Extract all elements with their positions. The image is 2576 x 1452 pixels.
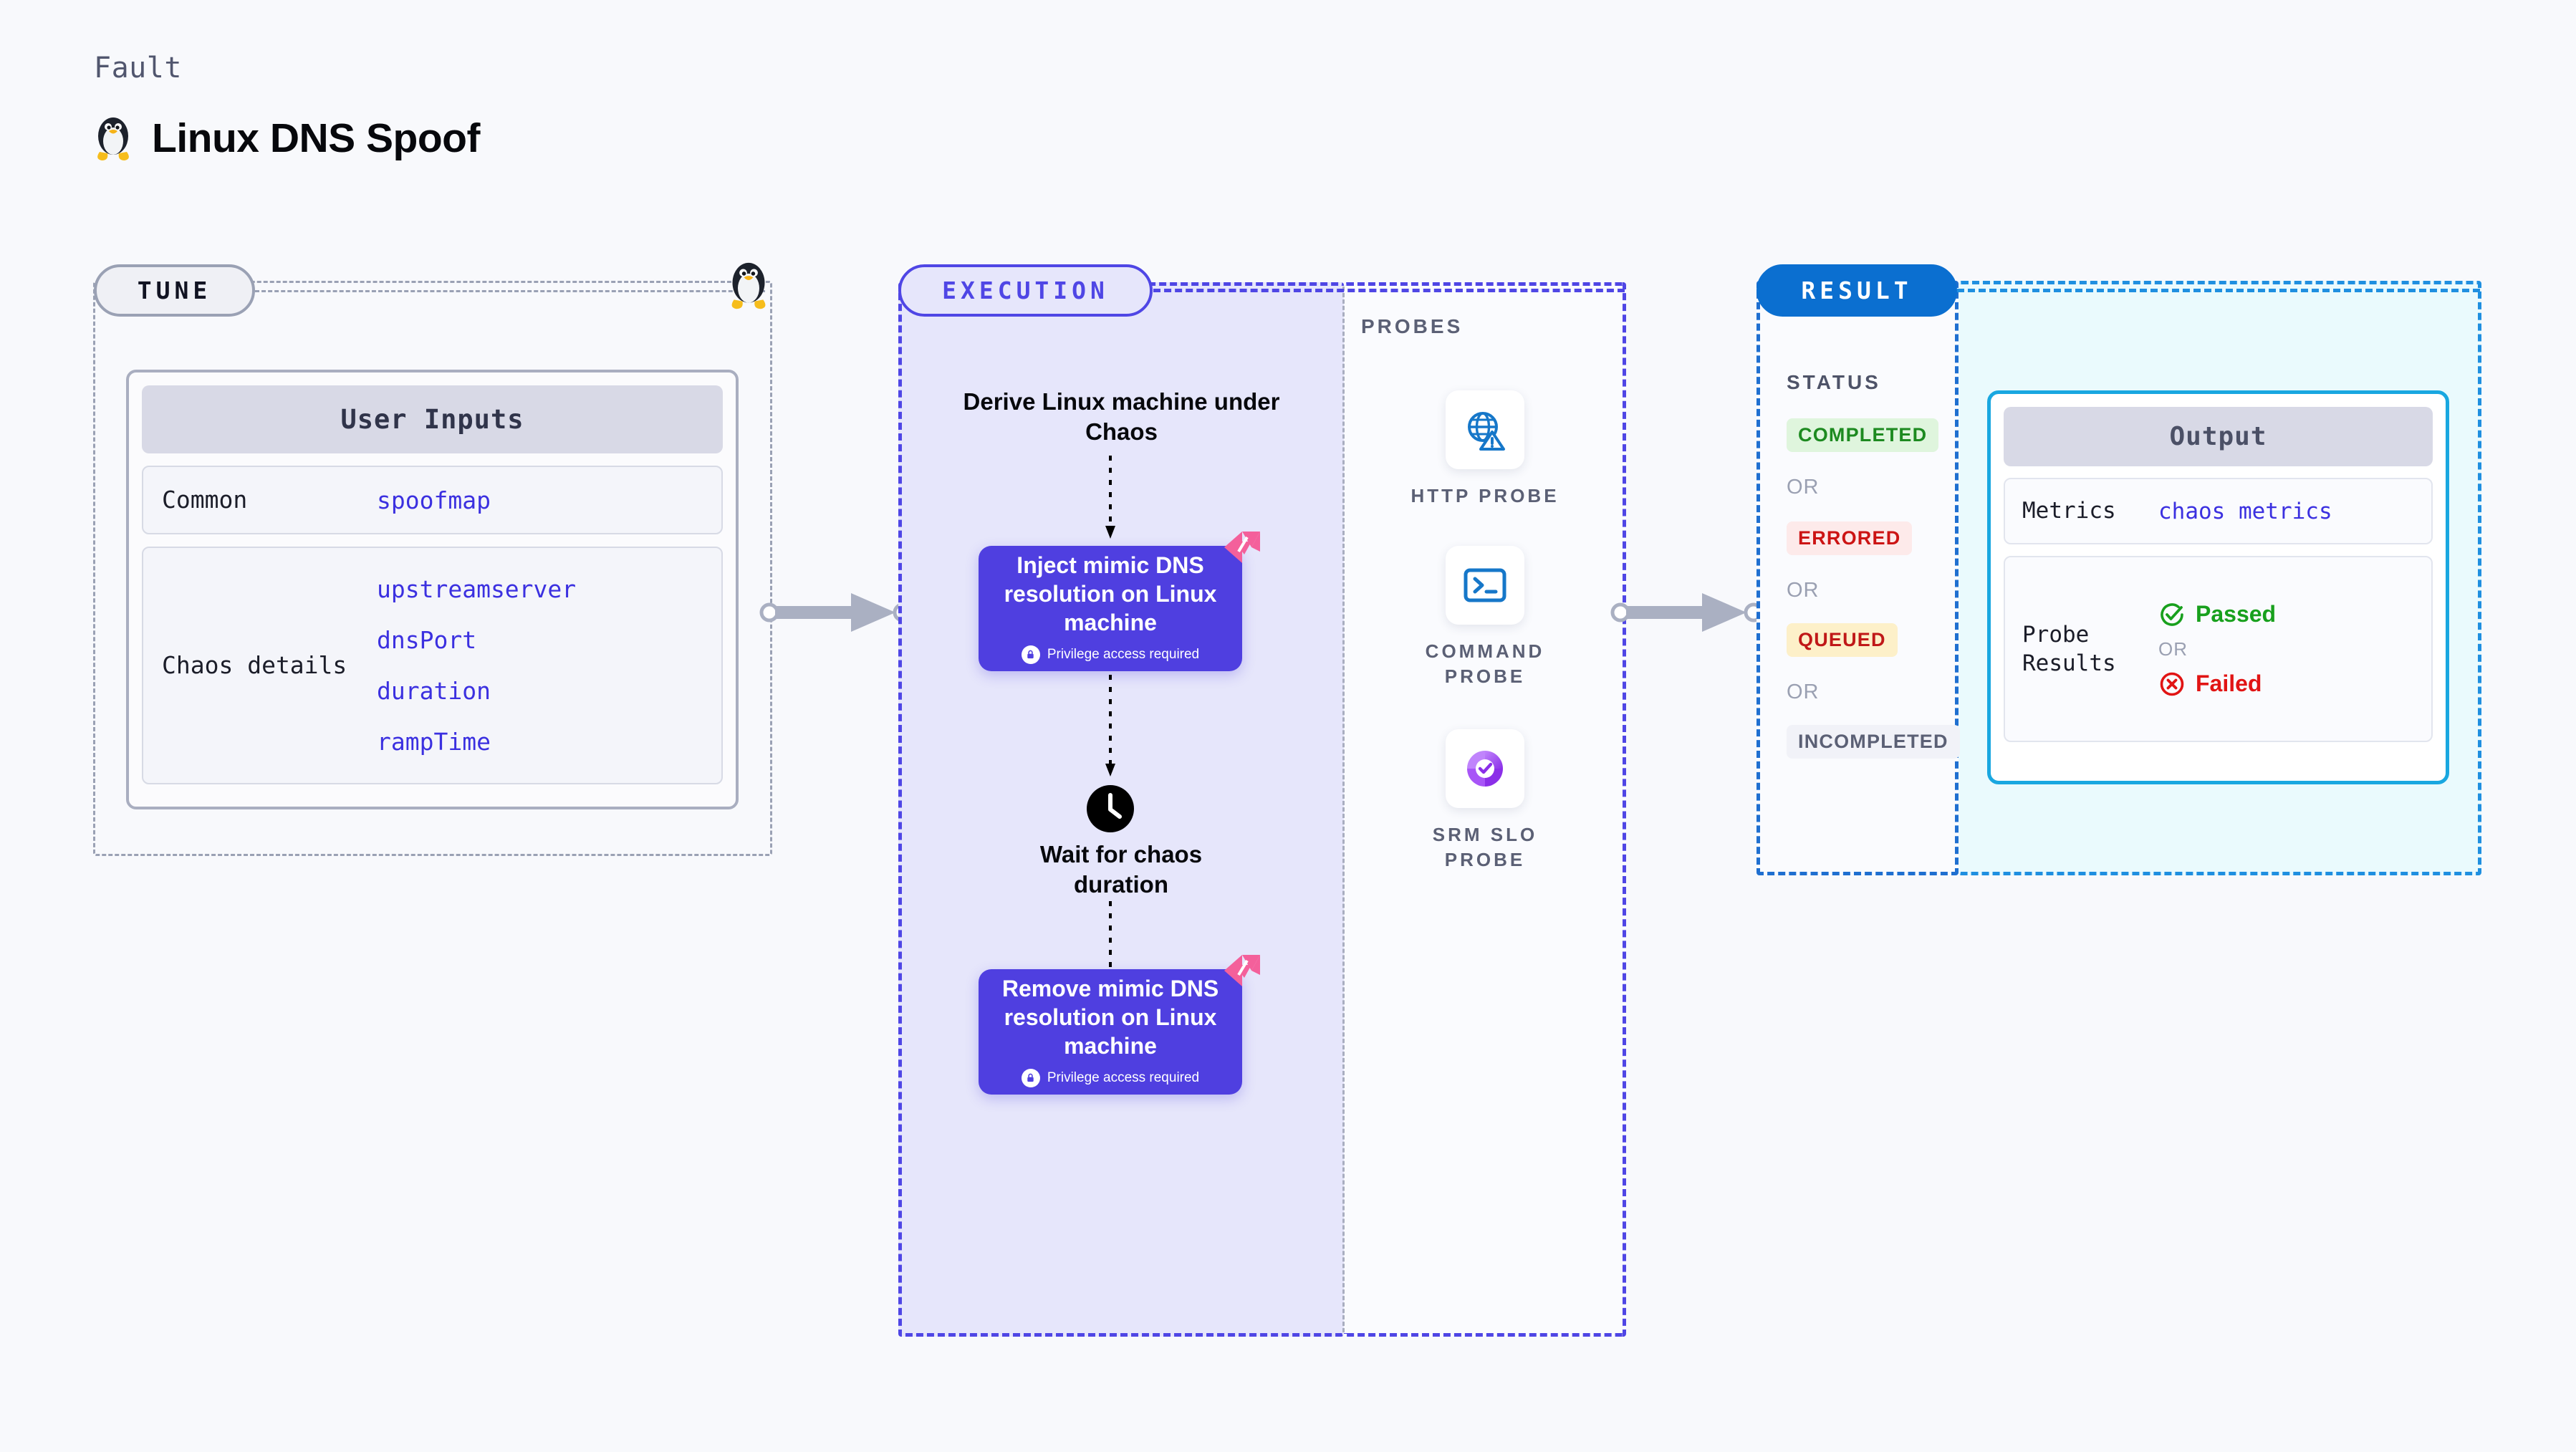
status-chip-label: COMPLETED: [1798, 424, 1928, 446]
status-or-3: OR: [1787, 681, 1820, 703]
arrow-inject-to-wait: [1105, 675, 1115, 777]
tune-value[interactable]: dnsPort: [377, 626, 477, 654]
status-chip-incompleted: INCOMPLETED: [1787, 725, 1960, 759]
page-title: Linux DNS Spoof: [152, 115, 480, 161]
chaos-logo-icon: [1223, 530, 1261, 569]
wait-step-label: Wait for chaos duration: [1039, 841, 1203, 898]
output-probe-key: Probe Results: [2022, 621, 2116, 676]
tune-row-key: Common: [162, 486, 248, 514]
probe-result-passed: Passed: [2158, 601, 2276, 628]
probe-result-failed: Failed: [2158, 670, 2276, 698]
inject-chaos-step-box[interactable]: Inject mimic DNS resolution on Linux mac…: [979, 532, 1260, 671]
tune-row-key: Chaos details: [162, 651, 347, 680]
probe-item-http[interactable]: HTTP PROBE: [1395, 390, 1575, 509]
tune-row-chaos-details: Chaos details upstreamserver dnsPort dur…: [142, 547, 723, 784]
remove-step-title: Remove mimic DNS resolution on Linux mac…: [1001, 975, 1219, 1059]
probe-item-srm-slo[interactable]: SRM SLO PROBE: [1395, 729, 1575, 872]
output-metrics-key: Metrics: [2022, 498, 2116, 524]
inject-step-note: Privilege access required: [1047, 646, 1200, 662]
inject-step-title: Inject mimic DNS resolution on Linux mac…: [1004, 552, 1217, 635]
probe-label: HTTP PROBE: [1410, 485, 1559, 506]
user-inputs-title: User Inputs: [142, 385, 723, 453]
derive-step-label: Derive Linux machine under Chaos: [963, 388, 1280, 446]
output-row-metrics: Metrics chaos metrics: [2004, 478, 2433, 544]
execution-dashed-tail: [1153, 289, 1625, 292]
tune-value[interactable]: rampTime: [377, 728, 491, 756]
result-status-region: [1756, 281, 1959, 875]
connector-tune-to-execution: [759, 593, 913, 632]
execution-pill[interactable]: EXECUTION: [898, 264, 1153, 317]
status-chip-label: ERRORED: [1798, 527, 1901, 549]
check-circle-icon: [2161, 602, 2183, 626]
tune-row-values: upstreamserver dnsPort duration rampTime: [377, 575, 576, 756]
output-title: Output: [2004, 407, 2433, 466]
probe-item-command[interactable]: COMMAND PROBE: [1395, 546, 1575, 689]
probes-divider: [1342, 287, 1345, 1332]
probes-section-label: PROBES: [1361, 315, 1464, 337]
output-metrics-value[interactable]: chaos metrics: [2158, 498, 2332, 524]
tune-dashed-tail: [255, 290, 765, 292]
probe-label: COMMAND PROBE: [1425, 640, 1545, 688]
probe-passed-label: Passed: [2196, 601, 2277, 627]
probe-result-stack: Passed OR Failed: [2158, 601, 2276, 698]
remove-step-note: Privilege access required: [1047, 1069, 1200, 1085]
status-chip-errored: ERRORED: [1787, 521, 1913, 555]
result-pill[interactable]: RESULT: [1756, 264, 1957, 317]
probe-tile: [1446, 546, 1524, 625]
probe-label: SRM SLO PROBE: [1432, 824, 1538, 871]
terminal-icon: [1464, 568, 1506, 602]
fault-eyebrow-label: Fault: [94, 52, 182, 85]
tune-row-values: spoofmap: [377, 486, 491, 514]
arrow-derive-to-inject: [1105, 456, 1115, 539]
status-or-1: OR: [1787, 476, 1820, 499]
lock-icon: [1021, 1068, 1040, 1087]
status-chip-completed: COMPLETED: [1787, 418, 1939, 452]
output-row-probe-results: Probe Results Passed OR Failed: [2004, 556, 2433, 742]
clock-icon: [1085, 784, 1135, 837]
tune-value[interactable]: upstreamserver: [377, 575, 577, 603]
slo-check-icon: [1467, 751, 1503, 787]
remove-chaos-step-box[interactable]: Remove mimic DNS resolution on Linux mac…: [979, 955, 1260, 1095]
probe-tile: [1446, 729, 1524, 808]
tune-pill[interactable]: TUNE: [94, 264, 255, 317]
status-chip-queued: QUEUED: [1787, 623, 1898, 657]
x-circle-icon: [2160, 672, 2184, 696]
output-card: Output Metrics chaos metrics Probe Resul…: [1987, 390, 2449, 784]
chaos-logo-icon: [1223, 953, 1261, 993]
linux-tux-icon: [93, 115, 133, 162]
probe-tile: [1446, 390, 1524, 469]
status-chip-label: QUEUED: [1798, 629, 1886, 650]
user-inputs-card: User Inputs Common spoofmap Chaos detail…: [126, 370, 739, 809]
linux-tux-badge-icon: [727, 259, 770, 314]
probe-result-or: OR: [2158, 638, 2188, 660]
tune-region: [93, 281, 772, 856]
globe-warning-icon: [1468, 412, 1505, 451]
tune-value[interactable]: duration: [377, 677, 491, 705]
lock-icon: [1021, 645, 1040, 664]
page-title-row: Linux DNS Spoof: [93, 115, 480, 162]
inject-step-note-row: Privilege access required: [1021, 645, 1200, 664]
connector-execution-to-result: [1610, 593, 1764, 632]
status-or-2: OR: [1787, 579, 1820, 602]
status-chip-label: INCOMPLETED: [1798, 731, 1948, 752]
probe-failed-label: Failed: [2196, 670, 2262, 696]
result-dashed-tail: [1957, 289, 2480, 292]
remove-step-note-row: Privilege access required: [1021, 1068, 1200, 1087]
tune-row-common: Common spoofmap: [142, 466, 723, 534]
status-section-label: STATUS: [1787, 371, 1881, 393]
tune-value[interactable]: spoofmap: [377, 486, 491, 514]
